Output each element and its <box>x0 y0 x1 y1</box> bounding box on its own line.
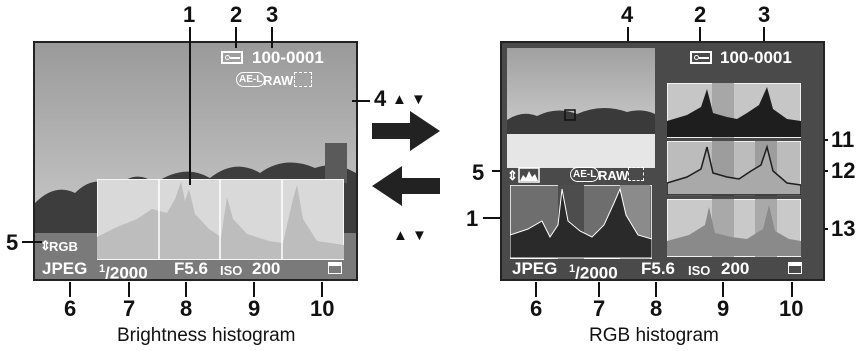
callout-r-7: 7 <box>593 296 606 321</box>
ael-icon: AE-L <box>570 167 600 182</box>
photo-thumbnail <box>507 48 655 168</box>
file-number: 100-0001 <box>720 48 792 67</box>
callout-r-10: 10 <box>779 296 804 321</box>
callout-9: 9 <box>248 296 261 321</box>
callout-r-5: 5 <box>472 160 485 185</box>
raw-plus-icon <box>628 167 644 181</box>
shutter-speed: 1/2000 <box>99 263 148 281</box>
callout-5: 5 <box>6 230 19 255</box>
up-down-symbols-center: ▲ ▼ <box>393 227 427 244</box>
callout-6: 6 <box>64 296 77 321</box>
brightness-histogram <box>97 179 344 260</box>
callout-r-9: 9 <box>717 296 730 321</box>
red-histogram <box>667 83 801 138</box>
callout-r-3: 3 <box>758 2 771 27</box>
rgb-label: RGB <box>49 239 78 254</box>
caption-rgb-histogram: RGB histogram <box>589 325 719 346</box>
callout-2: 2 <box>230 2 243 27</box>
caption-brightness-histogram: Brightness histogram <box>117 325 296 346</box>
rgb-toggle-icon: ⇕ <box>40 238 51 253</box>
callout-1: 1 <box>183 2 196 27</box>
callout-r-12: 12 <box>831 158 856 183</box>
callout-r-13: 13 <box>831 216 856 241</box>
aperture-label: F5.6 <box>174 259 209 278</box>
blue-histogram <box>667 199 801 257</box>
protect-key-icon <box>221 51 243 64</box>
callout-r-2: 2 <box>694 2 707 27</box>
callout-r-1: 1 <box>466 206 479 231</box>
iso-value: 200 <box>252 259 281 278</box>
format-label: JPEG <box>512 259 558 278</box>
iso-value: 200 <box>721 259 750 278</box>
up-down-symbols: ▲ ▼ <box>392 91 426 108</box>
iso-label: ISO <box>220 263 243 278</box>
raw-plus-icon <box>294 72 312 87</box>
callout-7: 7 <box>123 296 136 321</box>
raw-label: RAW <box>598 168 629 183</box>
callout-r-4: 4 <box>621 2 634 27</box>
raw-label: RAW <box>263 73 294 88</box>
iso-label: ISO <box>688 263 711 278</box>
callout-r-8: 8 <box>650 296 663 321</box>
brightness-histogram-small <box>510 185 652 259</box>
print-icon <box>788 262 802 274</box>
aperture-label: F5.6 <box>641 259 676 278</box>
callout-r-11: 11 <box>831 127 855 152</box>
callout-4: 4 <box>374 86 387 111</box>
rgb-histogram-screen: 100-0001 ⇕ AE-L RAW JPEG 1/2000 F5.6 ISO… <box>500 41 825 281</box>
arrow-left-icon <box>372 166 440 206</box>
callout-3: 3 <box>266 2 279 27</box>
format-label: JPEG <box>42 259 88 278</box>
protect-key-icon <box>690 51 712 64</box>
histogram-mode-icon <box>518 167 540 183</box>
callout-r-6: 6 <box>530 296 543 321</box>
arrow-right-icon <box>372 111 440 151</box>
callout-10: 10 <box>310 296 335 321</box>
print-icon <box>328 262 342 274</box>
histogram-toggle-icon: ⇕ <box>507 168 518 183</box>
green-histogram <box>667 141 801 196</box>
file-number: 100-0001 <box>252 48 324 67</box>
callout-8: 8 <box>180 296 193 321</box>
ael-icon: AE-L <box>236 72 266 87</box>
shutter-speed: 1/2000 <box>569 263 618 281</box>
brightness-histogram-screen: 100-0001 AE-L RAW ⇕ RGB JPEG 1/2000 F5.6… <box>33 41 358 281</box>
